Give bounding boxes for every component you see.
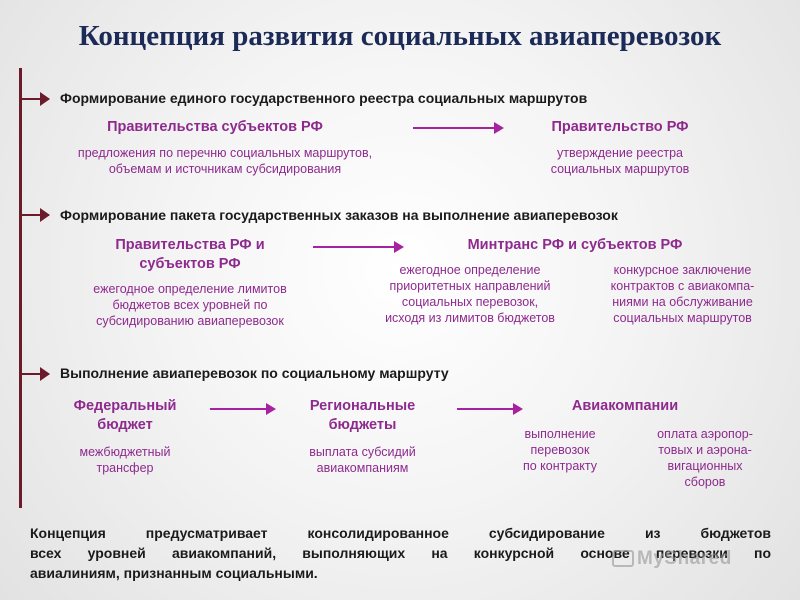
section-3-col3-description-b: оплата аэропор- товых и аэрона- вигацион… bbox=[657, 427, 753, 489]
branch-line-2 bbox=[19, 214, 49, 216]
branch-arrow-3 bbox=[40, 367, 50, 381]
section-3-heading: Выполнение авиаперевозок по социальному … bbox=[60, 365, 449, 381]
section-2-left-description: ежегодное определение лимитов бюджетов в… bbox=[93, 282, 287, 328]
presentation-icon bbox=[612, 550, 634, 567]
page-title: Концепция развития социальных авиаперево… bbox=[78, 20, 722, 52]
section-2-right-description-a: ежегодное определение приоритетных напра… bbox=[385, 263, 555, 325]
section-3-col2-subheading: Региональные бюджеты bbox=[309, 398, 416, 433]
section-1-heading: Формирование единого государственного ре… bbox=[60, 90, 588, 106]
section-3-col2-description: выплата субсидий авиакомпаниям bbox=[309, 445, 416, 475]
branch-arrow-2 bbox=[40, 208, 50, 222]
section-2-left-subheading: Правительства РФ и субъектов РФ bbox=[115, 237, 265, 272]
section-2-arrow bbox=[313, 241, 404, 253]
section-2-heading: Формирование пакета государственных зака… bbox=[60, 207, 618, 223]
watermark-logo: MyShared bbox=[612, 548, 732, 570]
section-3-col3-subheading: Авиакомпании bbox=[571, 398, 679, 414]
branch-arrow-1 bbox=[40, 92, 50, 106]
section-1-left-description: предложения по перечню социальных маршру… bbox=[77, 146, 373, 176]
section-3-col1-subheading: Федеральный бюджет bbox=[73, 398, 177, 433]
section-2-right-subheading: Минтранс РФ и субъектов РФ bbox=[467, 237, 683, 253]
section-2-right-description-b: конкурсное заключение контрактов с авиак… bbox=[610, 263, 755, 325]
section-3-arrow-2 bbox=[457, 403, 523, 415]
conclusion-text: Концепция предусматривает консолидирован… bbox=[30, 525, 771, 581]
section-3-arrow-1 bbox=[210, 403, 276, 415]
timeline-spine bbox=[19, 68, 22, 508]
section-3-col3-description-a: выполнение перевозок по контракту bbox=[522, 427, 597, 473]
branch-line-3 bbox=[19, 373, 49, 375]
section-1-right-subheading: Правительство РФ bbox=[551, 119, 689, 135]
section-3-col1-description: межбюджетный трансфер bbox=[79, 445, 171, 475]
section-1-left-subheading: Правительства субъектов РФ bbox=[107, 119, 323, 135]
branch-line-1 bbox=[19, 98, 49, 100]
section-1-right-description: утверждение реестра социальных маршрутов bbox=[550, 146, 690, 176]
section-1-arrow bbox=[413, 122, 504, 134]
